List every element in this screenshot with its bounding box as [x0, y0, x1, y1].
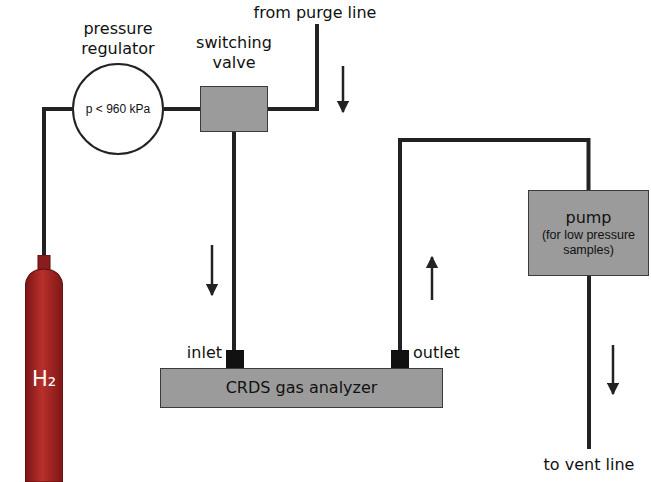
pipe-line — [44, 109, 72, 255]
inlet-label: inlet — [160, 343, 222, 362]
vent-line-label: to vent line — [529, 455, 649, 474]
flow-arrow — [431, 257, 434, 300]
pipe-line — [164, 107, 200, 111]
cylinder-body — [25, 269, 63, 482]
node-heading: switching valve — [188, 33, 280, 73]
pump-box: pump(for low pressure samples) — [528, 190, 649, 276]
pressure-regulator: p < 960 kPapressure regulator — [72, 63, 164, 155]
node-body: CRDS gas analyzer — [161, 369, 442, 407]
pipe-connector — [164, 109, 200, 110]
node-body: p < 960 kPa — [74, 65, 162, 153]
node-text: CRDS gas analyzer — [226, 378, 378, 397]
node-subtext: (for low pressure samples) — [535, 228, 643, 258]
flow-arrow — [211, 245, 214, 295]
pipe-connector — [44, 109, 72, 255]
pipe-line — [232, 132, 236, 368]
purge-line — [268, 24, 317, 109]
pipe-connector — [212, 132, 234, 368]
node-subtext: p < 960 kPa — [86, 102, 150, 116]
inlet-port — [226, 350, 244, 368]
switching-valve: switching valve — [200, 86, 268, 132]
purge-line-label: from purge line — [240, 3, 390, 22]
flow-arrow — [612, 345, 615, 394]
vent-line — [587, 276, 591, 449]
outlet-label: outlet — [413, 343, 483, 362]
node-body: H₂ — [25, 255, 63, 482]
node-text: H₂ — [32, 367, 56, 392]
node-text: pump — [565, 208, 611, 227]
gas-analyzer-box: CRDS gas analyzer — [160, 368, 443, 408]
outlet-port — [391, 350, 409, 368]
gas-cylinder: H₂ — [25, 255, 63, 482]
node-body: pump(for low pressure samples) — [529, 191, 648, 275]
node-body — [201, 87, 267, 131]
node-heading: pressure regulator — [68, 19, 168, 59]
flow-arrow — [342, 66, 345, 112]
